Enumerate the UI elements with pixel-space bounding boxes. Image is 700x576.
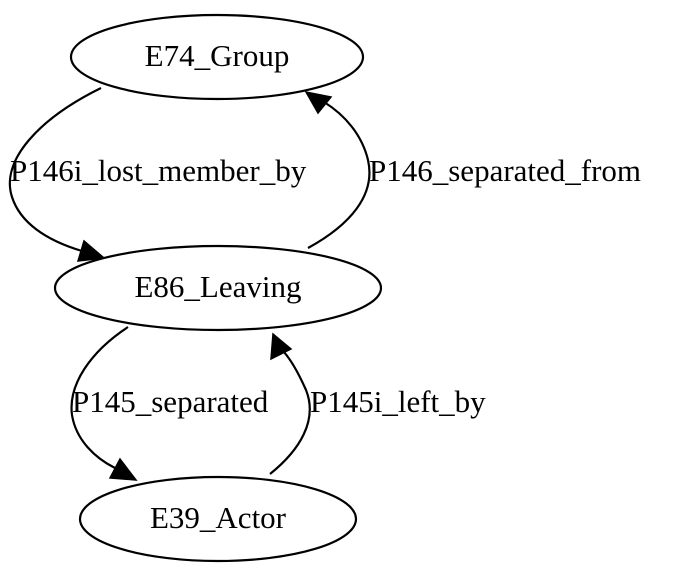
edge-separated-from (304, 90, 371, 249)
node-label-e86-leaving: E86_Leaving (134, 269, 301, 304)
edge-lost-member-by (8, 87, 106, 262)
edge-separated (70, 326, 138, 481)
edge-label-separated: P145_separated (72, 384, 269, 419)
edge-left-by (269, 332, 311, 475)
node-e39-actor[interactable]: E39_Actor (78, 475, 358, 563)
edge-line-left-by (269, 349, 311, 475)
node-shape-e86-leaving (53, 244, 383, 332)
edge-line-separated (70, 326, 129, 469)
edge-label-left-by: P145i_left_by (310, 384, 486, 419)
edge-line-separated-from (307, 101, 371, 249)
edge-line-lost-member-by (8, 87, 102, 253)
node-shape-e39-actor (78, 475, 358, 563)
node-shape-e74-group (69, 13, 365, 101)
node-label-e39-actor: E39_Actor (150, 500, 287, 535)
edge-label-lost-member-by: P146i_lost_member_by (10, 153, 307, 188)
edge-label-separated-from: P146_separated_from (369, 153, 641, 188)
node-e86-leaving[interactable]: E86_Leaving (53, 244, 383, 332)
arrow-head-left-by (270, 332, 293, 361)
arrow-head-separated (108, 457, 138, 481)
node-label-e74-group: E74_Group (145, 38, 290, 73)
arrow-head-separated-from (304, 90, 333, 115)
arrow-head-lost-member-by (76, 239, 106, 262)
node-e74-group[interactable]: E74_Group (69, 13, 365, 101)
